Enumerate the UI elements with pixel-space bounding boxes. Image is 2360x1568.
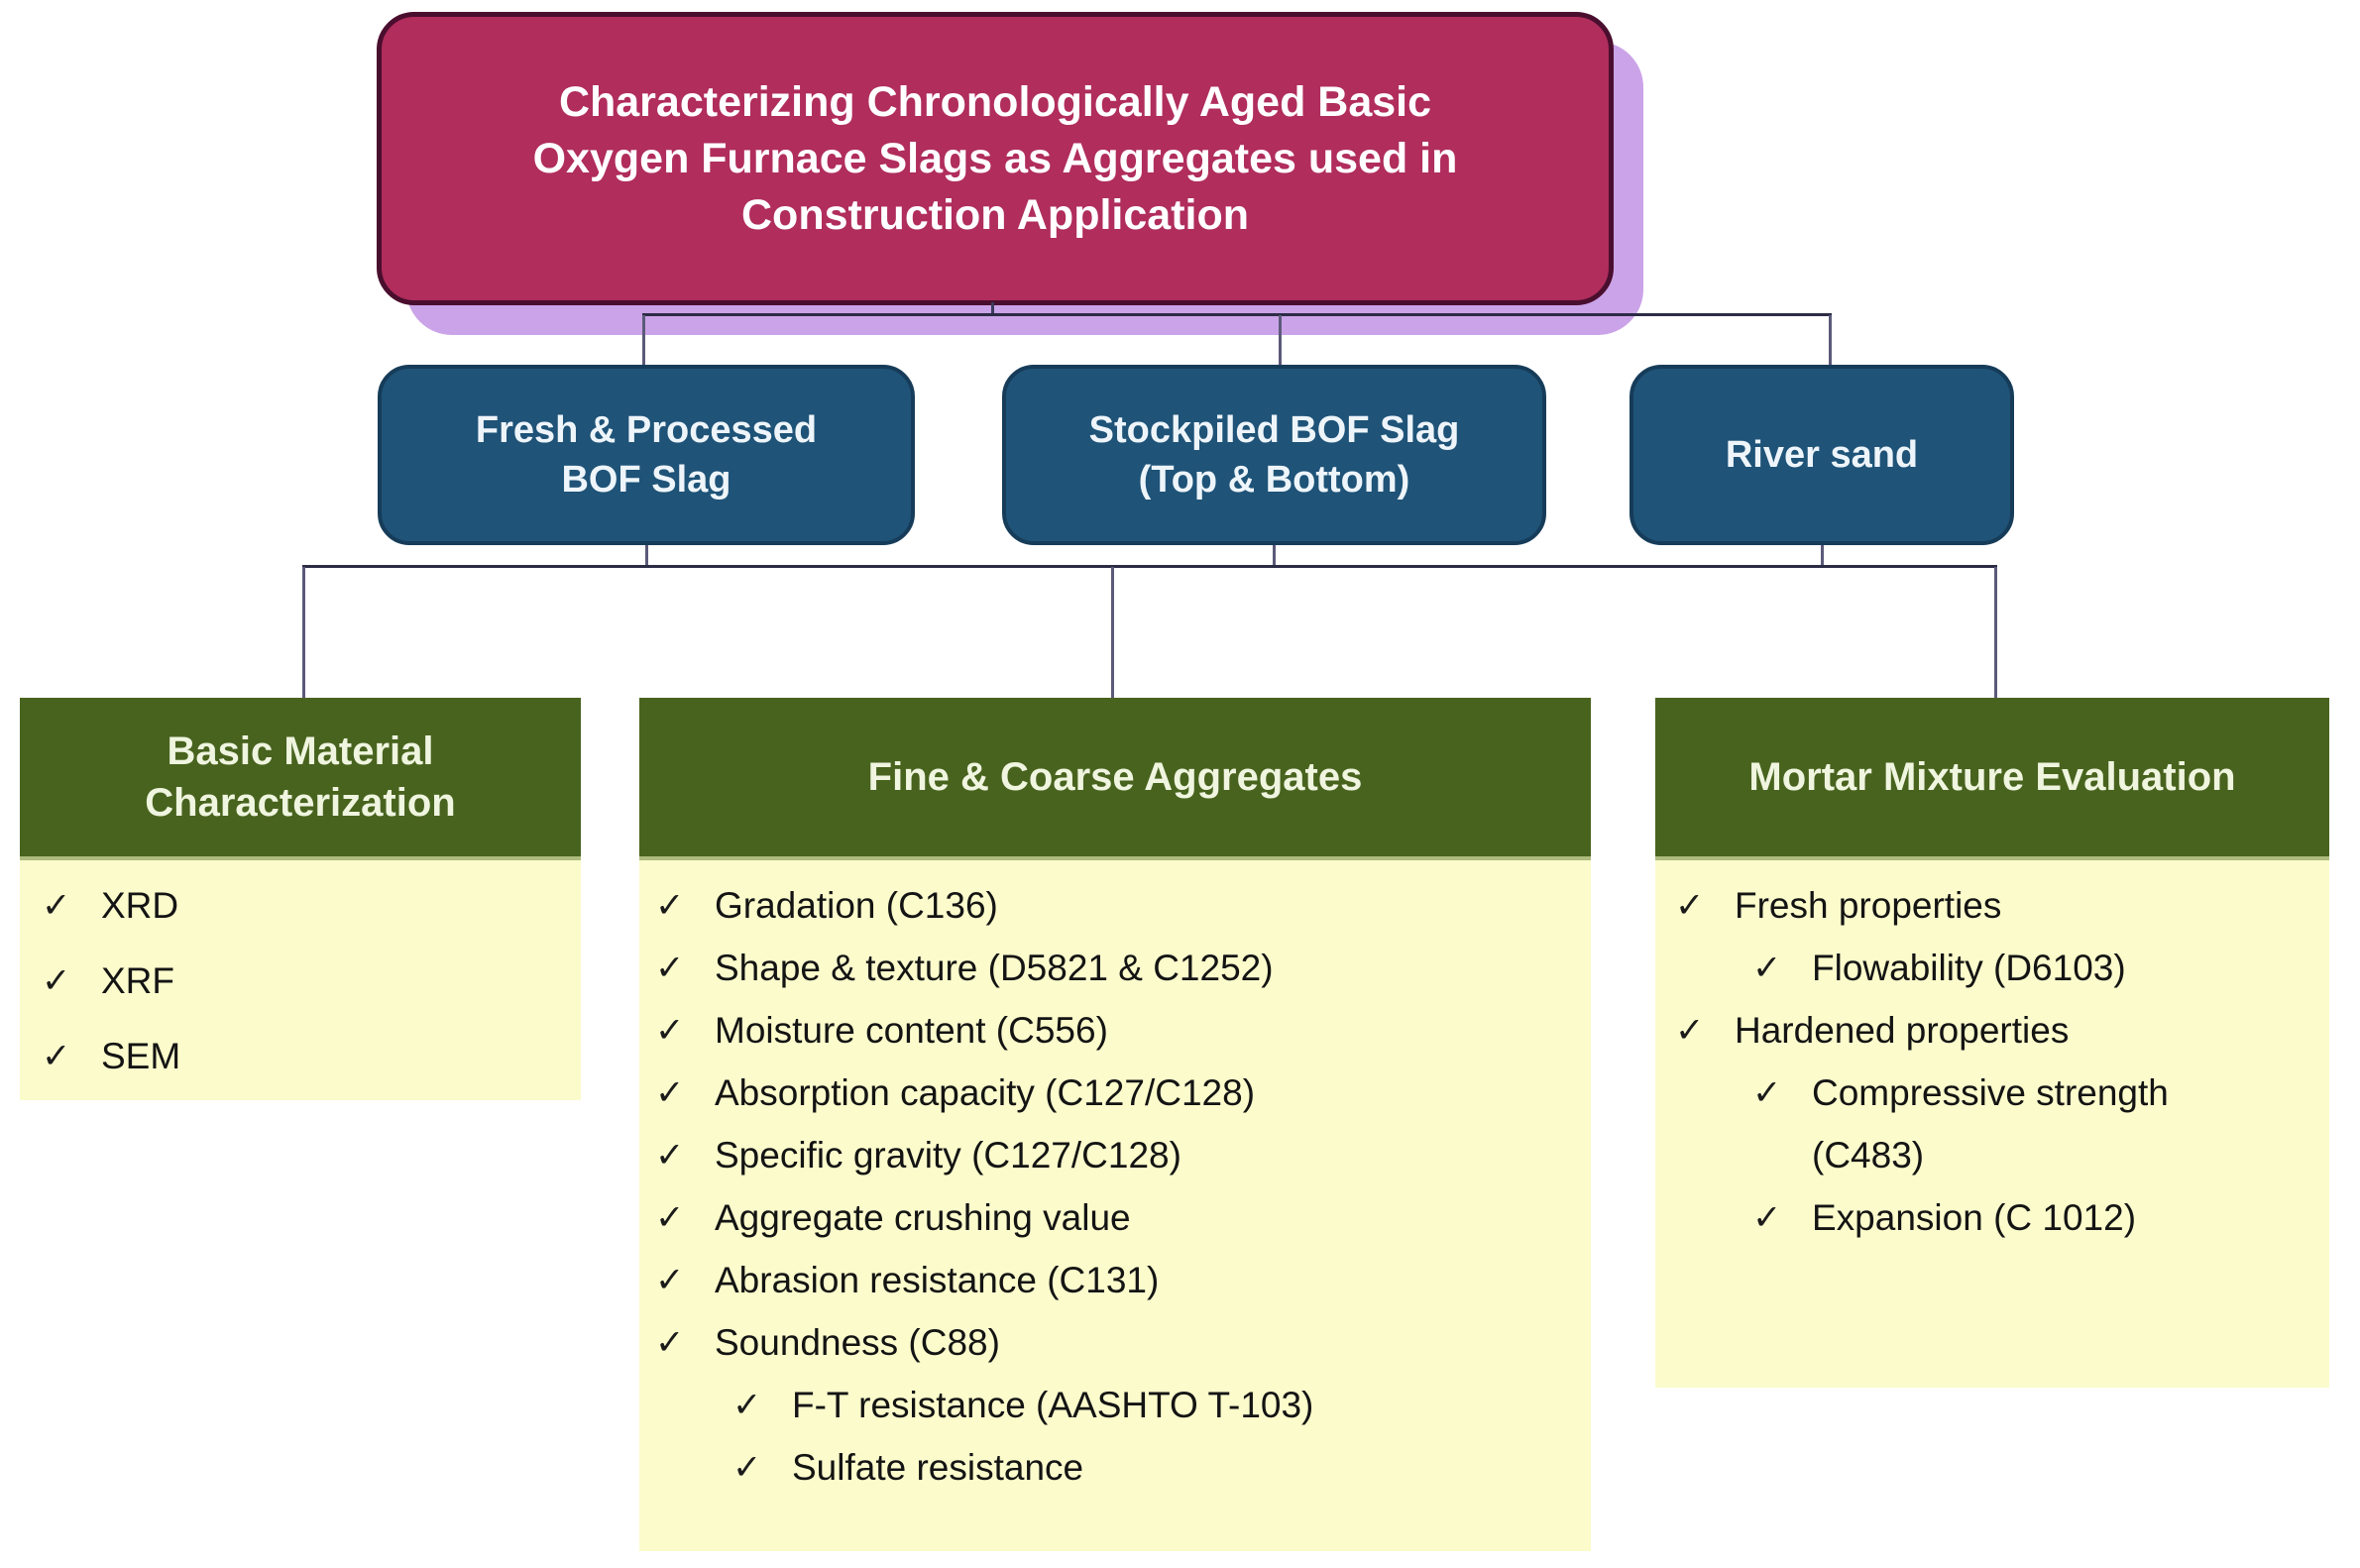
connector-bottom-drop-mortar: [1994, 567, 1997, 698]
check-icon: ✓: [655, 1261, 685, 1299]
check-icon: ✓: [1752, 949, 1782, 987]
source-label-line: (Top & Bottom): [1138, 459, 1410, 501]
list-item: ✓SEM: [42, 1036, 181, 1076]
check-icon: ✓: [655, 886, 685, 925]
list-item: ✓Moisture content (C556): [655, 1010, 1108, 1051]
panel-header-line: Characterization: [145, 781, 456, 825]
connector-mid-stem-fresh: [645, 545, 648, 566]
title-line-1: Characterizing Chronologically Aged Basi…: [558, 77, 1432, 126]
source-box-fresh-processed-bof-slag: Fresh & Processed BOF Slag: [378, 365, 915, 545]
panel-fine-coarse-aggregates: Fine & Coarse Aggregates ✓Gradation (C13…: [639, 698, 1591, 1551]
check-icon: ✓: [42, 886, 71, 925]
list-item: ✓Specific gravity (C127/C128): [655, 1135, 1181, 1176]
source-box-stockpiled-bof-slag: Stockpiled BOF Slag (Top & Bottom): [1002, 365, 1546, 545]
title-box: Characterizing Chronologically Aged Basi…: [377, 12, 1614, 305]
check-icon: ✓: [655, 1136, 685, 1175]
list-item: ✓Shape & texture (D5821 & C1252): [655, 948, 1274, 988]
list-item: ✓XRF: [42, 960, 174, 1001]
connector-top-drop-stockpiled: [1279, 315, 1282, 365]
check-icon: ✓: [1752, 1073, 1782, 1112]
list-item: ✓Expansion (C 1012): [1752, 1197, 2137, 1238]
check-icon: ✓: [655, 1011, 685, 1050]
list-item-continuation: ✓(C483): [1812, 1135, 1925, 1176]
list-item: ✓Soundness (C88): [655, 1322, 1000, 1363]
list-item: ✓Fresh properties: [1675, 885, 2002, 926]
connector-top-rail: [642, 313, 1832, 316]
panel-header: Fine & Coarse Aggregates: [639, 698, 1591, 860]
check-icon: ✓: [655, 1198, 685, 1237]
panel-header-line: Fine & Coarse Aggregates: [867, 755, 1363, 799]
list-item: ✓Absorption capacity (C127/C128): [655, 1072, 1256, 1113]
check-icon: ✓: [1675, 1011, 1705, 1050]
source-label-line: River sand: [1725, 434, 1919, 476]
list-item: ✓Aggregate crushing value: [655, 1197, 1131, 1238]
connector-bottom-rail: [302, 565, 1997, 568]
panel-body: ✓Fresh properties ✓Flowability (D6103) ✓…: [1655, 860, 2329, 1388]
source-label-line: BOF Slag: [561, 459, 731, 501]
connector-top-drop-riversand: [1829, 315, 1832, 365]
connector-mid-stem-stockpiled: [1273, 545, 1276, 566]
check-icon: ✓: [655, 1323, 685, 1362]
check-icon: ✓: [732, 1386, 762, 1424]
connector-bottom-drop-aggregates: [1111, 567, 1114, 698]
panel-header: Mortar Mixture Evaluation: [1655, 698, 2329, 860]
check-icon: ✓: [655, 949, 685, 987]
connector-top-drop-fresh: [642, 315, 645, 365]
panel-mortar-mixture-evaluation: Mortar Mixture Evaluation ✓Fresh propert…: [1655, 698, 2329, 1388]
panel-header-line: Basic Material: [167, 729, 434, 773]
check-icon: ✓: [655, 1073, 685, 1112]
connector-bottom-drop-basic-material: [302, 567, 305, 698]
list-item: ✓Flowability (D6103): [1752, 948, 2126, 988]
list-item: ✓F-T resistance (AASHTO T-103): [732, 1385, 1314, 1425]
panel-basic-material-characterization: Basic Material Characterization ✓XRD ✓XR…: [20, 698, 581, 1100]
source-label-line: Stockpiled BOF Slag: [1088, 409, 1460, 451]
panel-header-line: Mortar Mixture Evaluation: [1748, 755, 2236, 799]
connector-mid-stem-riversand: [1821, 545, 1824, 566]
check-icon: ✓: [42, 961, 71, 1000]
connector-title-stem: [991, 302, 994, 315]
title-line-3: Construction Application: [741, 190, 1249, 239]
check-icon: ✓: [1752, 1198, 1782, 1237]
source-label-line: Fresh & Processed: [475, 409, 818, 451]
check-icon: ✓: [732, 1448, 762, 1487]
panel-header: Basic Material Characterization: [20, 698, 581, 860]
title-line-2: Oxygen Furnace Slags as Aggregates used …: [532, 134, 1458, 182]
list-item: ✓Sulfate resistance: [732, 1447, 1084, 1488]
list-item: ✓Hardened properties: [1675, 1010, 2070, 1051]
list-item: ✓Compressive strength: [1752, 1072, 2169, 1113]
panel-body: ✓Gradation (C136) ✓Shape & texture (D582…: [639, 860, 1591, 1551]
list-item: ✓Gradation (C136): [655, 885, 998, 926]
list-item: ✓XRD: [42, 885, 179, 926]
check-icon: ✓: [42, 1037, 71, 1075]
panel-body: ✓XRD ✓XRF ✓SEM: [20, 860, 581, 1100]
source-box-river-sand: River sand: [1630, 365, 2014, 545]
check-icon: ✓: [1675, 886, 1705, 925]
list-item: ✓Abrasion resistance (C131): [655, 1260, 1160, 1300]
